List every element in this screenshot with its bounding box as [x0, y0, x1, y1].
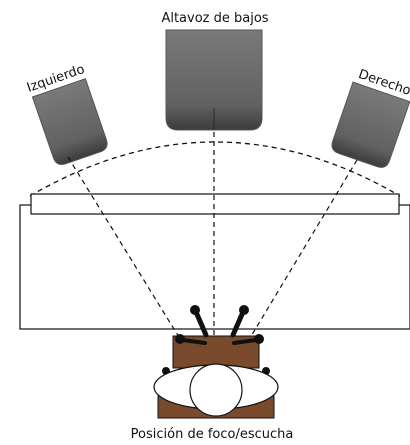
listener-label: Posición de foco/escucha	[131, 427, 294, 442]
right-leg	[232, 338, 258, 345]
tv-bar	[30, 193, 400, 215]
right-line-of-sight	[231, 159, 358, 369]
left-speaker-group: Izquierdo	[25, 62, 108, 166]
listener	[153, 305, 279, 419]
left-speaker	[31, 78, 108, 166]
right-arm	[230, 309, 246, 338]
right-speaker-group: Derecho	[331, 67, 410, 168]
left-arm	[193, 309, 209, 338]
screen-outline	[19, 204, 410, 330]
left-leg	[181, 338, 207, 345]
right-foot	[254, 334, 264, 344]
listener-head	[189, 363, 243, 417]
right-speaker	[331, 81, 410, 168]
subwoofer-speaker	[165, 29, 263, 131]
subwoofer-label: Altavoz de bajos	[161, 11, 268, 26]
left-hand	[190, 305, 200, 315]
left-foot	[175, 334, 185, 344]
right-hand	[239, 305, 249, 315]
